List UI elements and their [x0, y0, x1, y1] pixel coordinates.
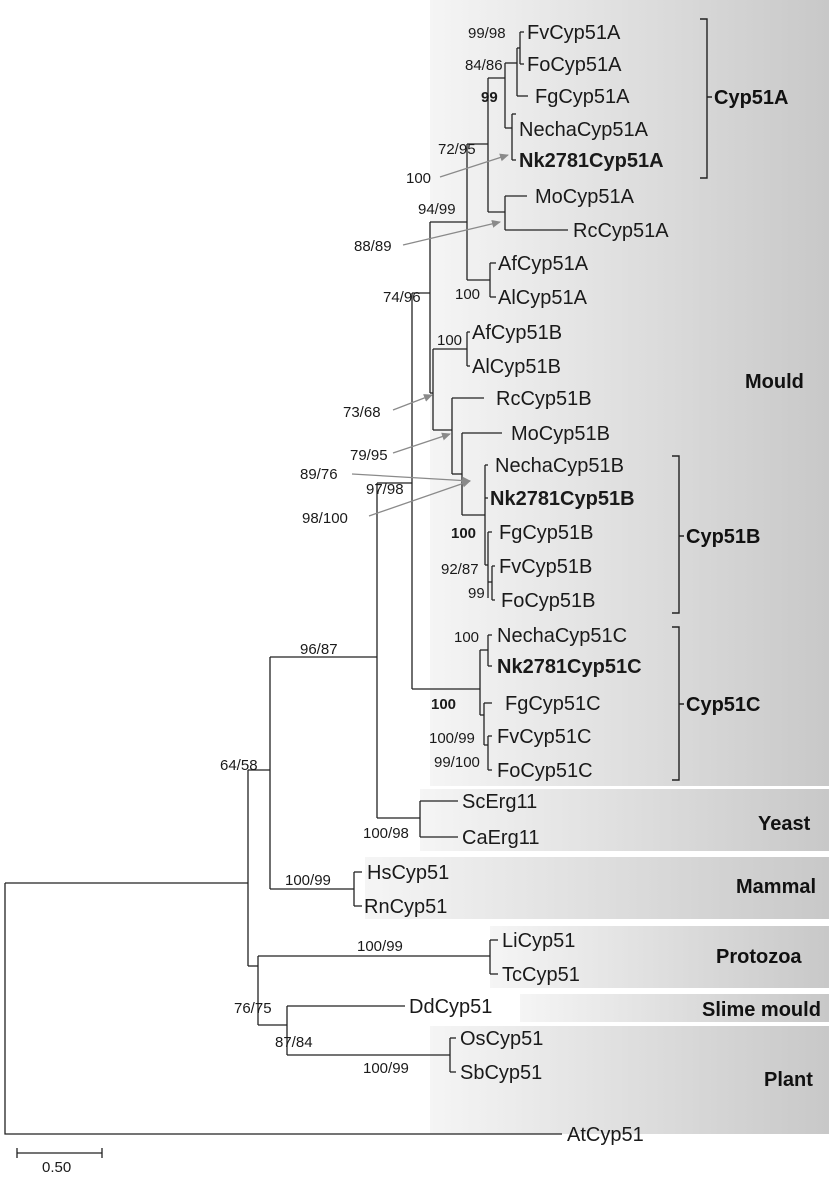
support-value: 100 [455, 286, 480, 303]
taxon-label: FoCyp51B [501, 590, 596, 612]
taxon-label: NechaCyp51B [495, 455, 624, 477]
pointer-89-76 [351, 473, 471, 485]
group-label-protozoa: Protozoa [716, 946, 802, 968]
support-value: 89/76 [300, 466, 338, 483]
group-label-plant: Plant [764, 1069, 813, 1091]
cyp51c-bracket [672, 626, 684, 781]
support-value: 72/95 [438, 141, 476, 158]
taxon-label: AfCyp51B [472, 322, 562, 344]
pointer-88-89 [402, 219, 501, 246]
taxon-label: Nk2781Cyp51A [519, 150, 664, 172]
protozoa-band [490, 926, 829, 988]
taxon-label: FgCyp51A [535, 86, 630, 108]
taxon-label: CaErg11 [462, 827, 539, 849]
support-value: 74/96 [383, 289, 421, 306]
support-value: 99/98 [468, 25, 506, 42]
clade-brackets [672, 18, 712, 781]
group-label-slime-mould: Slime mould [702, 999, 821, 1021]
support-values: 99/98 84/86 99 72/95 100 94/99 88/89 100… [220, 25, 506, 1077]
support-value: 99/100 [434, 754, 480, 771]
group-labels: Cyp51A Mould Cyp51B Cyp51C Yeast Mammal … [686, 87, 821, 1091]
tree-branches [4, 31, 568, 1135]
support-value: 100/99 [363, 1060, 409, 1077]
group-label-mould: Mould [745, 371, 804, 393]
taxon-label: SbCyp51 [460, 1062, 542, 1084]
support-value: 98/100 [302, 510, 348, 527]
yeast-band [420, 789, 829, 851]
scale-bar: 0.50 [16, 1148, 103, 1176]
support-value: 79/95 [350, 447, 388, 464]
taxon-label: NechaCyp51C [497, 625, 627, 647]
cyp51a-bracket [700, 18, 712, 179]
support-value: 100 [454, 629, 479, 646]
taxon-label: Nk2781Cyp51C [497, 656, 642, 678]
group-label-cyp51c: Cyp51C [686, 694, 760, 716]
mammal-band [365, 857, 829, 919]
support-value: 96/87 [300, 641, 338, 658]
taxon-label: HsCyp51 [367, 862, 449, 884]
pointer-79-95 [392, 432, 451, 454]
taxon-label: AlCyp51B [472, 356, 561, 378]
taxon-label: ScErg11 [462, 791, 537, 813]
taxon-label: AtCyp51 [567, 1124, 644, 1146]
support-value: 87/84 [275, 1034, 313, 1051]
taxon-label: AfCyp51A [498, 253, 589, 275]
group-label-yeast: Yeast [758, 813, 811, 835]
taxon-label: FgCyp51B [499, 522, 594, 544]
pointer-98-100 [368, 479, 471, 517]
support-value: 100 [437, 332, 462, 349]
taxon-label: Nk2781Cyp51B [490, 488, 635, 510]
taxon-label: RcCyp51B [496, 388, 592, 410]
support-value: 99 [481, 89, 498, 106]
support-value: 99 [468, 585, 485, 602]
scale-bar-line [16, 1148, 103, 1158]
taxon-label: FgCyp51C [505, 693, 601, 715]
taxon-label: MoCyp51A [535, 186, 635, 208]
taxon-label: MoCyp51B [511, 423, 610, 445]
taxon-label: FoCyp51C [497, 760, 593, 782]
support-value: 76/75 [234, 1000, 272, 1017]
support-value: 100 [406, 170, 431, 187]
mould-band [430, 0, 829, 786]
support-value: 100/99 [429, 730, 475, 747]
taxon-label: FvCyp51B [499, 556, 592, 578]
taxon-label: DdCyp51 [409, 996, 492, 1018]
support-value: 100 [451, 525, 476, 542]
pointer-73-68 [392, 394, 433, 411]
support-value: 94/99 [418, 201, 456, 218]
group-label-mammal: Mammal [736, 876, 816, 898]
pointer-100-to-nk2781cyp51a [439, 153, 509, 178]
taxon-label: TcCyp51 [502, 964, 580, 986]
support-value: 73/68 [343, 404, 381, 421]
support-value: 97/98 [366, 481, 404, 498]
support-value: 84/86 [465, 57, 503, 74]
support-value: 88/89 [354, 238, 392, 255]
taxon-label: FoCyp51A [527, 54, 622, 76]
scale-bar-label: 0.50 [42, 1159, 71, 1176]
taxon-label: NechaCyp51A [519, 119, 649, 141]
slime-mould-band [520, 994, 829, 1022]
taxon-label: OsCyp51 [460, 1028, 543, 1050]
group-label-cyp51b: Cyp51B [686, 526, 760, 548]
taxon-label: RcCyp51A [573, 220, 669, 242]
group-label-cyp51a: Cyp51A [714, 87, 788, 109]
support-value: 64/58 [220, 757, 258, 774]
taxon-labels: FvCyp51A FoCyp51A FgCyp51A NechaCyp51A N… [364, 22, 669, 1146]
taxon-label: LiCyp51 [502, 930, 575, 952]
taxon-label: FvCyp51A [527, 22, 621, 44]
support-value: 100/98 [363, 825, 409, 842]
support-value: 100/99 [285, 872, 331, 889]
taxon-label: RnCyp51 [364, 896, 447, 918]
taxon-label: AlCyp51A [498, 287, 588, 309]
plant-band [430, 1026, 829, 1134]
support-value: 100/99 [357, 938, 403, 955]
support-value: 100 [431, 696, 456, 713]
support-value: 92/87 [441, 561, 479, 578]
taxon-label: FvCyp51C [497, 726, 591, 748]
pointer-arrows [351, 153, 509, 517]
cyp51b-bracket [672, 455, 684, 614]
